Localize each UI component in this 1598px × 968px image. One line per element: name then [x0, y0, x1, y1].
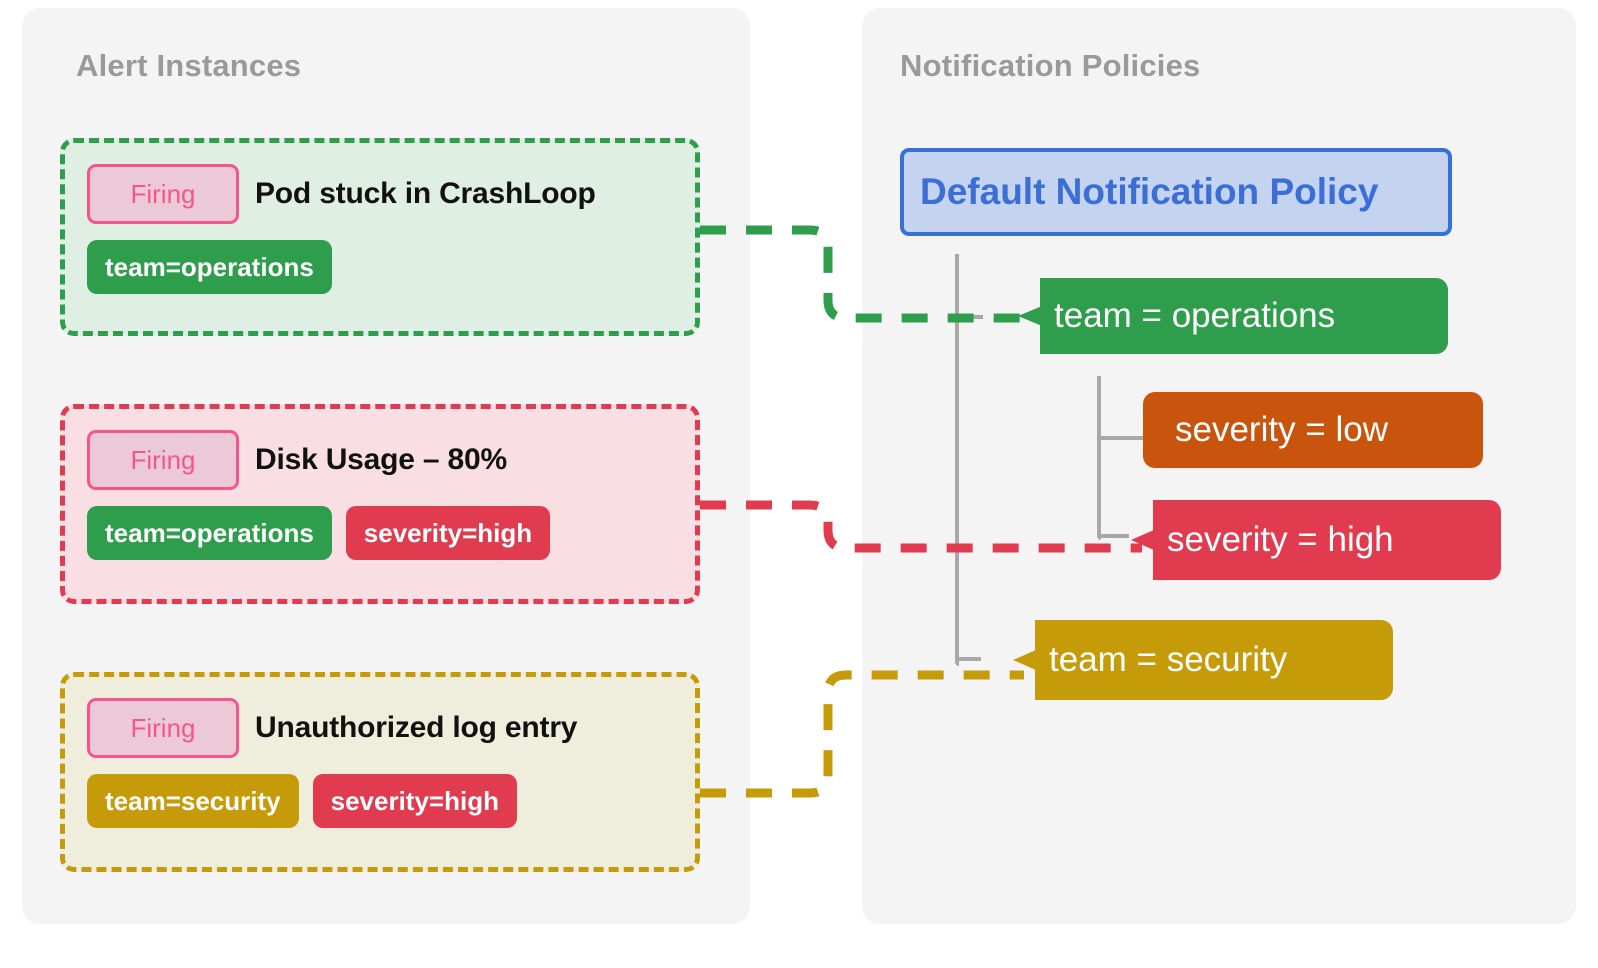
alert-instance-card[interactable]: Firing Pod stuck in CrashLoop team=opera… — [60, 138, 700, 336]
alert-label-chip: team=security — [87, 774, 299, 828]
alert-instance-card[interactable]: Firing Unauthorized log entry team=secur… — [60, 672, 700, 872]
alert-title: Disk Usage – 80% — [255, 443, 507, 476]
tree-branch-stub-severity-high — [1099, 534, 1129, 538]
alert-card-header: Firing Pod stuck in CrashLoop — [87, 163, 673, 225]
tree-branch-stub-security — [957, 657, 981, 661]
alert-label-chip: severity=high — [312, 774, 517, 828]
policy-node-team-security[interactable]: team = security — [1013, 620, 1393, 700]
alert-title: Unauthorized log entry — [255, 711, 578, 744]
policy-node-severity-high[interactable]: severity = high — [1131, 500, 1501, 580]
alert-card-header: Firing Unauthorized log entry — [87, 697, 673, 759]
status-badge-firing: Firing — [87, 430, 239, 490]
notification-policies-title: Notification Policies — [900, 48, 1201, 83]
tree-branch-elbow-severity-low — [1097, 424, 1101, 442]
status-badge-firing: Firing — [87, 164, 239, 224]
policy-node-severity-low[interactable]: severity = low — [1143, 392, 1483, 468]
default-notification-policy-node[interactable]: Default Notification Policy — [900, 148, 1452, 236]
alert-label-chip: team=operations — [87, 506, 332, 560]
policy-node-team-operations[interactable]: team = operations — [1018, 278, 1448, 354]
alert-instances-title: Alert Instances — [76, 48, 302, 83]
status-badge-firing: Firing — [87, 698, 239, 758]
alert-label-chip: team=operations — [87, 240, 332, 294]
alert-instance-card[interactable]: Firing Disk Usage – 80% team=operations … — [60, 404, 700, 604]
alert-label-chip: severity=high — [345, 506, 551, 560]
alert-title: Pod stuck in CrashLoop — [255, 177, 596, 210]
tree-trunk-line — [955, 254, 959, 654]
alert-label-row: team=operations — [87, 240, 673, 294]
alert-card-header: Firing Disk Usage – 80% — [87, 429, 673, 491]
tree-branch-stub-severity-low — [1099, 436, 1143, 440]
alert-label-row: team=security severity=high — [87, 774, 673, 828]
tree-branch-stub-operations — [957, 315, 983, 319]
tree-subtrunk-line — [1097, 376, 1101, 534]
alert-label-row: team=operations severity=high — [87, 506, 673, 560]
